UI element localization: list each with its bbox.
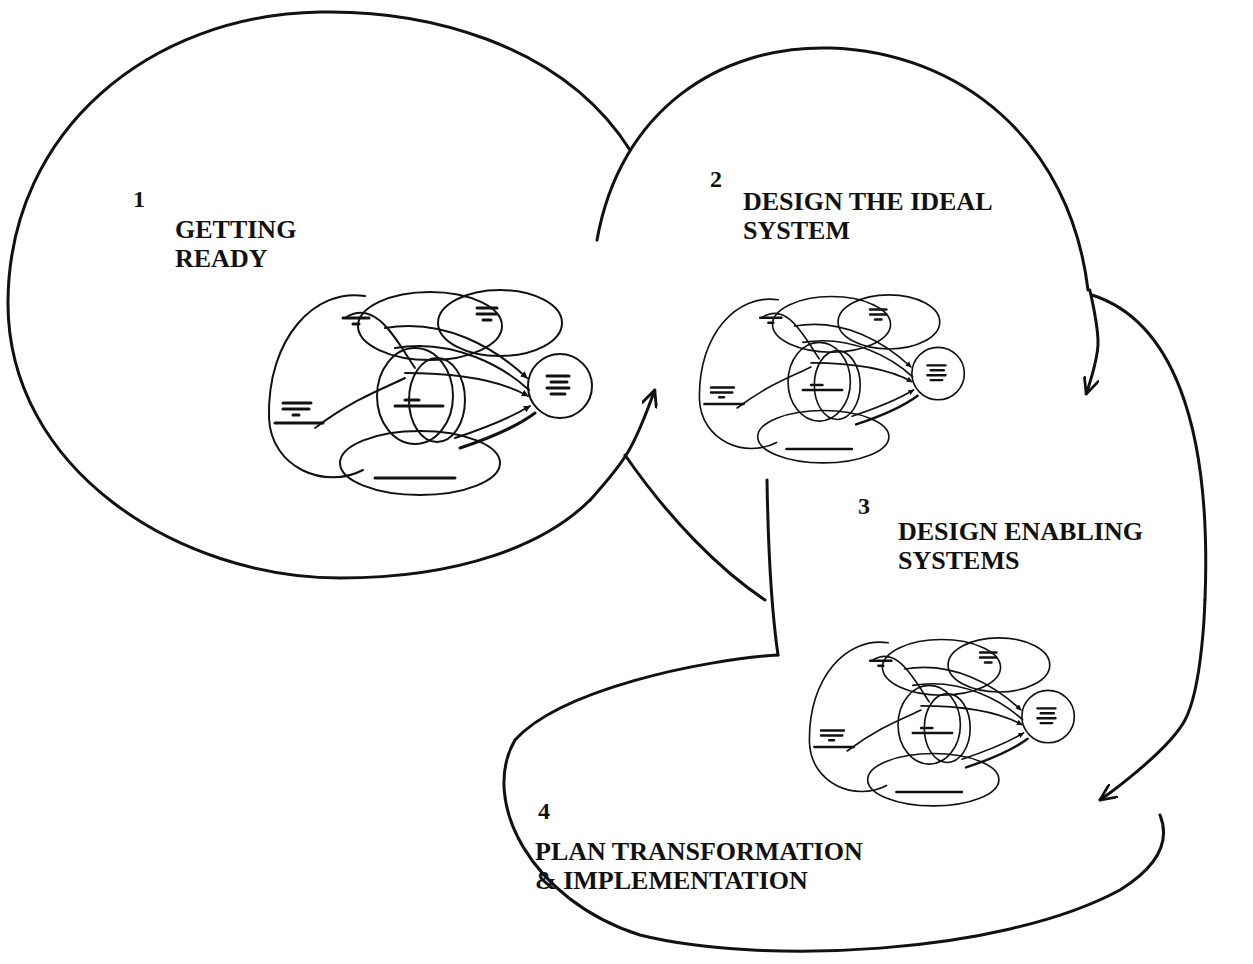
- region-border: [597, 48, 1088, 290]
- flow-arrow: [1086, 290, 1098, 394]
- step-title: DESIGN ENABLING SYSTEMS: [898, 518, 1198, 575]
- region-border: [504, 655, 1164, 951]
- step-region: 3DESIGN ENABLING SYSTEMS: [755, 285, 1215, 830]
- region-border: [625, 455, 765, 600]
- region-border: [1092, 295, 1206, 600]
- system-sketch: [809, 638, 1074, 806]
- region-outline: [5, 10, 645, 582]
- step-title: PLAN TRANSFORMATION & IMPLEMENTATION: [535, 838, 875, 895]
- step-title: GETTING READY: [175, 216, 325, 273]
- region-border: [8, 12, 630, 578]
- system-sketch: [699, 295, 964, 463]
- step-region: 1GETTING READY: [5, 10, 645, 582]
- step-number: 4: [538, 798, 578, 824]
- step-region: 2DESIGN THE IDEAL SYSTEM: [590, 40, 1100, 540]
- region-outline: [495, 650, 1165, 960]
- step-number: 1: [133, 186, 173, 212]
- step-region: 4PLAN TRANSFORMATION & IMPLEMENTATION: [495, 650, 1165, 960]
- system-sketch: [269, 290, 592, 495]
- region-border: [767, 480, 778, 655]
- step-title: DESIGN THE IDEAL SYSTEM: [743, 188, 1043, 245]
- flow-arrow: [1100, 600, 1205, 800]
- step-number: 3: [858, 493, 898, 519]
- region-outline: [590, 40, 1100, 540]
